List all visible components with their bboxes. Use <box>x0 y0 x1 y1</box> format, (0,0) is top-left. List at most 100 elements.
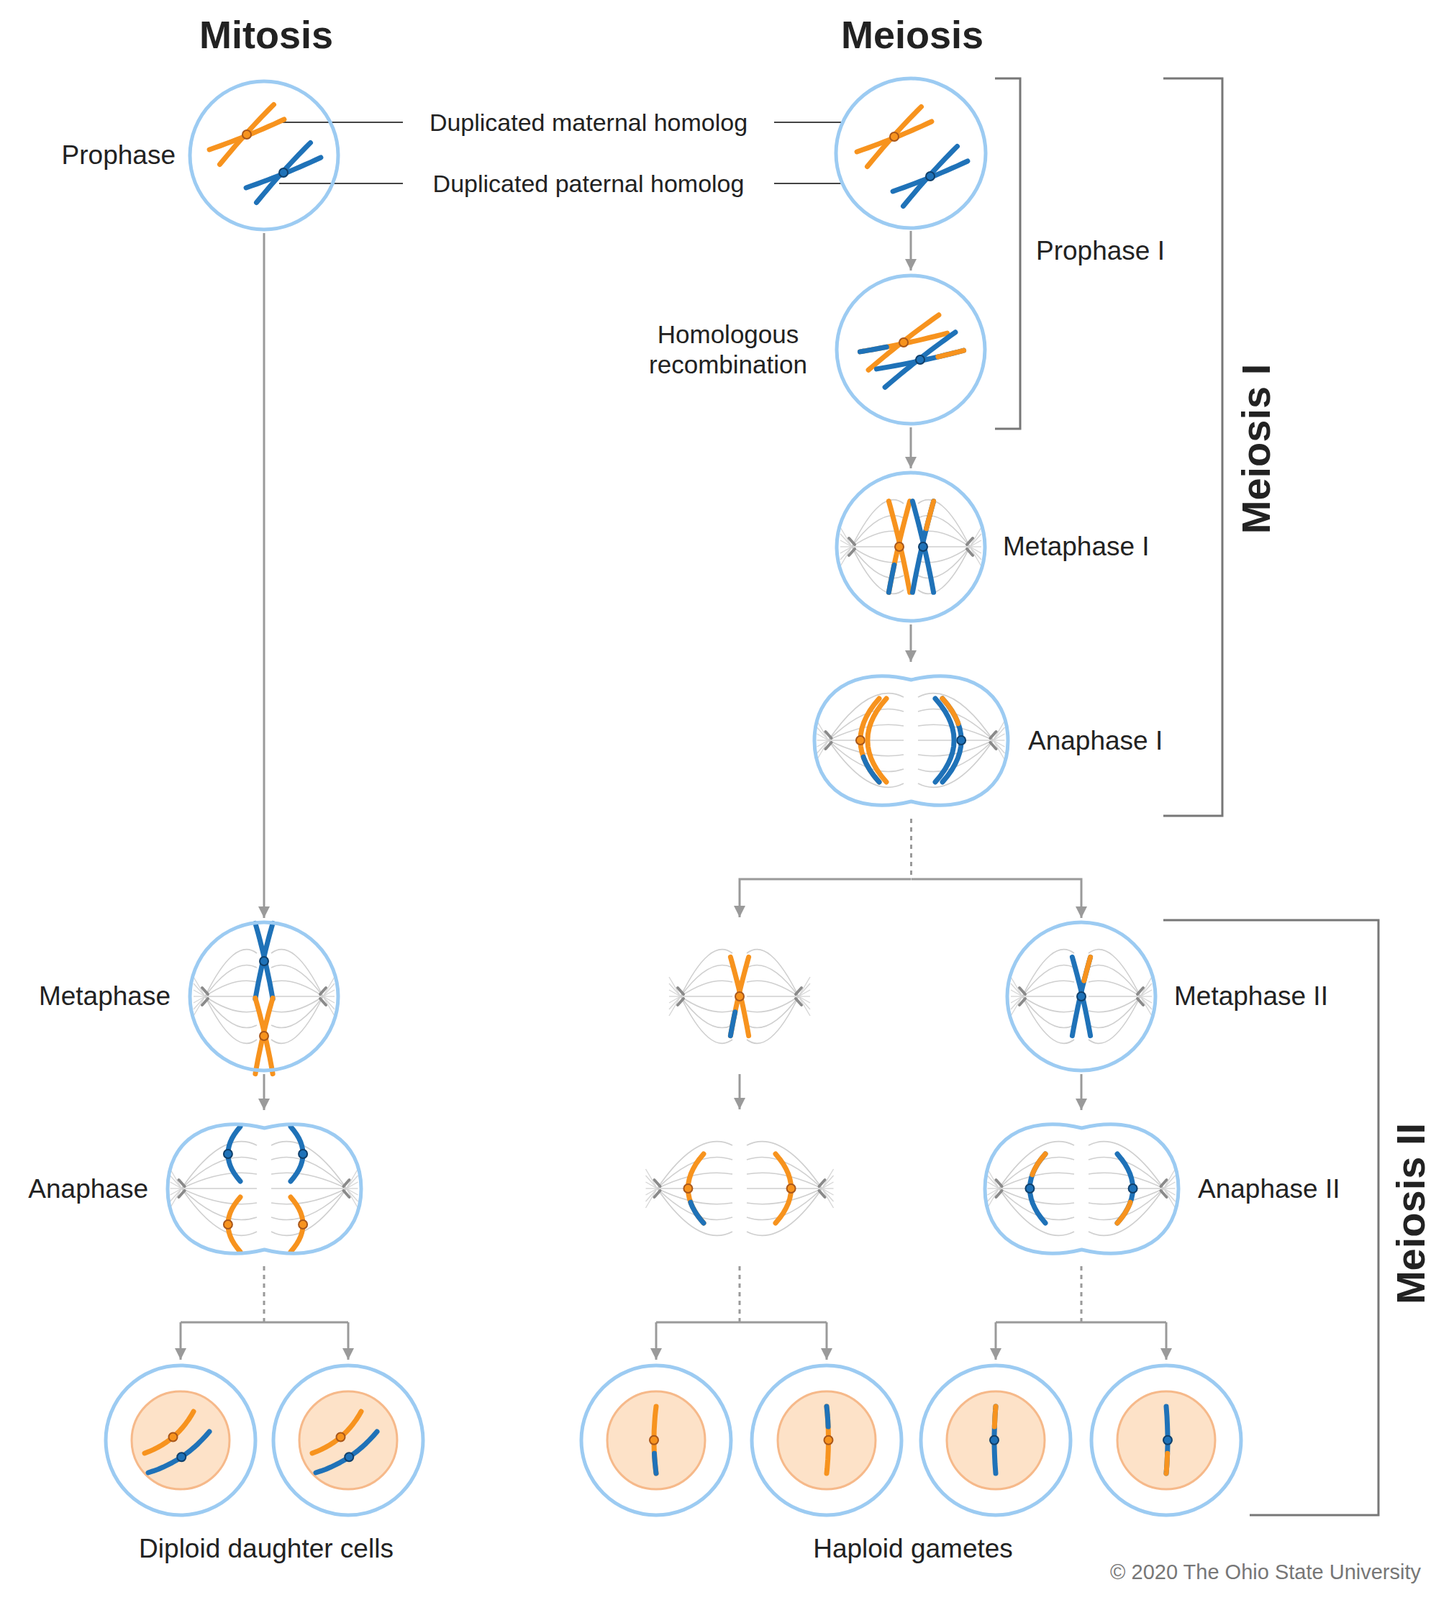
cell-node: Metaphase <box>187 920 341 1073</box>
spindle-fiber <box>746 995 799 998</box>
spindle-fiber <box>1088 996 1141 1013</box>
spindle-fiber <box>1010 995 1023 997</box>
spindle-fiber <box>746 996 799 1013</box>
spindle-fiber <box>987 1188 1000 1208</box>
spindle-fiber <box>969 546 982 567</box>
flow-arrow <box>263 233 266 919</box>
centromere <box>899 338 908 347</box>
spindle-fiber <box>205 996 257 1044</box>
chromatid <box>994 1406 996 1427</box>
spindle-fiber <box>680 996 733 1044</box>
annotation: Duplicated paternal homolog <box>433 169 745 198</box>
chromatid <box>690 1202 704 1224</box>
centrosome <box>966 538 973 556</box>
cell-node: Prophase <box>187 79 341 232</box>
chromatid <box>903 146 958 206</box>
centrosome <box>654 1179 661 1198</box>
spindle-fiber <box>1022 996 1075 1013</box>
stage-label: Metaphase II <box>1174 981 1329 1012</box>
cell-node: Anaphase II <box>982 1112 1182 1266</box>
spindle-fiber <box>993 739 1006 741</box>
spindle-fiber <box>271 1187 347 1190</box>
centromere <box>169 1433 178 1442</box>
centrosome <box>343 1179 350 1198</box>
spindle-fiber <box>271 980 324 997</box>
centromere <box>336 1433 346 1442</box>
chromatid <box>938 350 965 357</box>
spindle-fiber <box>669 996 681 1016</box>
spindle-fiber <box>346 1169 359 1189</box>
centromere <box>1128 1184 1138 1193</box>
centromere <box>683 1184 693 1193</box>
flow-arrow <box>910 427 913 469</box>
spindle-fiber <box>205 949 257 997</box>
cell-outline <box>187 79 341 232</box>
spindle-fiber <box>1010 996 1023 1016</box>
spindle-fiber <box>193 995 206 997</box>
spindle-fiber <box>746 949 799 997</box>
column-heading: Meiosis <box>841 12 984 57</box>
spindle-fiber <box>987 1187 1000 1189</box>
spindle-fiber <box>746 1172 823 1189</box>
spindle-fiber <box>1088 1188 1165 1236</box>
centromere <box>344 1452 354 1462</box>
spindle-fiber <box>840 546 852 567</box>
centromere <box>787 1184 796 1193</box>
spindle-fiber <box>271 996 324 1013</box>
bracket <box>994 78 1379 1516</box>
chromatid <box>867 698 887 783</box>
spindle-fiber <box>969 546 982 547</box>
spindle-fiber <box>1164 1169 1176 1189</box>
centrosome <box>1137 987 1144 1006</box>
chromatid <box>255 923 273 999</box>
flow-arrow <box>910 624 913 662</box>
spindle-fiber <box>1088 1187 1165 1190</box>
annotation: Duplicated maternal homolog <box>429 108 748 137</box>
centrosome <box>202 987 208 1006</box>
centromere <box>1025 1184 1034 1193</box>
spindle-fiber <box>1164 1187 1176 1189</box>
centrosome <box>825 731 832 749</box>
centromere <box>223 1149 233 1159</box>
spindle-fiber <box>993 720 1006 741</box>
chromatid <box>876 350 964 370</box>
centromere <box>242 130 252 139</box>
spindle-fiber <box>999 1172 1075 1189</box>
cell-node: Anaphase I <box>811 664 1011 818</box>
spindle-fiber <box>680 980 733 997</box>
spindle-fiber <box>271 1156 347 1189</box>
spindle-fiber <box>1140 995 1152 997</box>
stage-label: Anaphase I <box>1028 725 1163 757</box>
centrosome <box>320 987 326 1006</box>
stage-label: Metaphase I <box>1002 531 1150 562</box>
spindle-fiber <box>193 996 206 1016</box>
spindle-fiber <box>746 980 799 997</box>
cell-outline <box>834 470 988 624</box>
spindle-fiber <box>840 546 852 547</box>
flow-arrow <box>180 230 1167 1360</box>
chromatid <box>856 121 932 152</box>
chromatid <box>935 698 954 783</box>
spindle-fiber <box>746 1188 823 1205</box>
stage-label: Anaphase <box>28 1174 149 1205</box>
chromatid <box>144 1411 194 1454</box>
spindle-fiber <box>680 995 733 998</box>
spindle-fiber <box>680 949 733 997</box>
chromatid <box>1166 1453 1168 1474</box>
spindle-fiber <box>271 964 324 997</box>
chromatid <box>859 346 887 352</box>
flow-arrow <box>263 233 266 919</box>
spindle-fiber <box>1140 977 1152 997</box>
centromere <box>915 355 925 365</box>
cell-outline <box>984 1124 1179 1254</box>
spindle-fiber <box>271 995 324 998</box>
column-heading: Mitosis <box>199 12 334 57</box>
chromatid <box>730 956 749 1036</box>
spindle-fiber <box>323 977 335 997</box>
chromatid <box>888 501 910 593</box>
centromere <box>298 1149 308 1159</box>
chromatid <box>209 119 285 150</box>
spindle-fiber <box>182 1188 258 1205</box>
chromatid <box>1084 956 1091 981</box>
